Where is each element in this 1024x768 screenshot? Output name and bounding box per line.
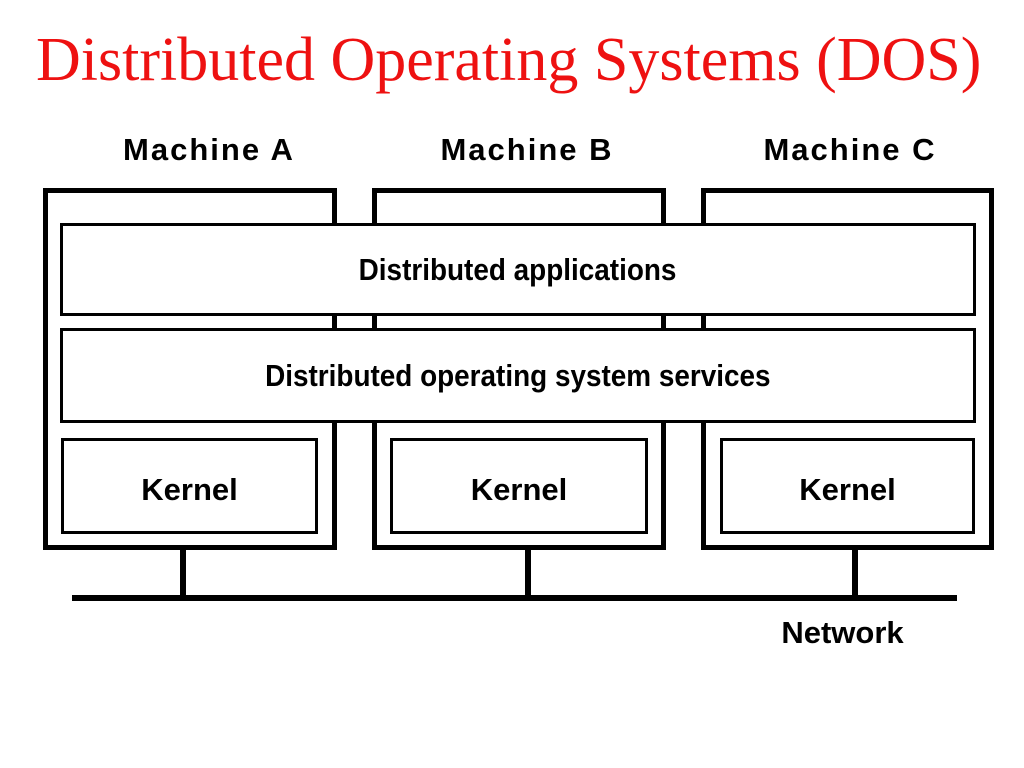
network-bus-line — [72, 595, 957, 601]
machine-a-label: Machine A — [123, 132, 295, 167]
kernel-box-machine-a: Kernel — [61, 438, 318, 534]
distributed-applications-label: Distributed applications — [359, 251, 677, 287]
network-connector-machine-b — [525, 545, 531, 601]
distributed-os-services-label: Distributed operating system services — [265, 357, 771, 393]
kernel-box-machine-c: Kernel — [720, 438, 975, 534]
machine-b-label: Machine B — [440, 132, 614, 167]
kernel-box-machine-b: Kernel — [390, 438, 648, 534]
network-connector-machine-c — [852, 545, 858, 601]
distributed-applications-layer: Distributed applications — [60, 223, 976, 316]
kernel-b-label: Kernel — [470, 472, 568, 507]
network-label: Network — [781, 615, 904, 650]
distributed-os-services-layer: Distributed operating system services — [60, 328, 976, 423]
kernel-c-label: Kernel — [799, 472, 896, 507]
kernel-a-label: Kernel — [141, 472, 238, 507]
machine-c-label: Machine C — [763, 132, 937, 167]
slide-title: Distributed Operating Systems (DOS) — [36, 26, 982, 94]
network-connector-machine-a — [180, 545, 186, 601]
